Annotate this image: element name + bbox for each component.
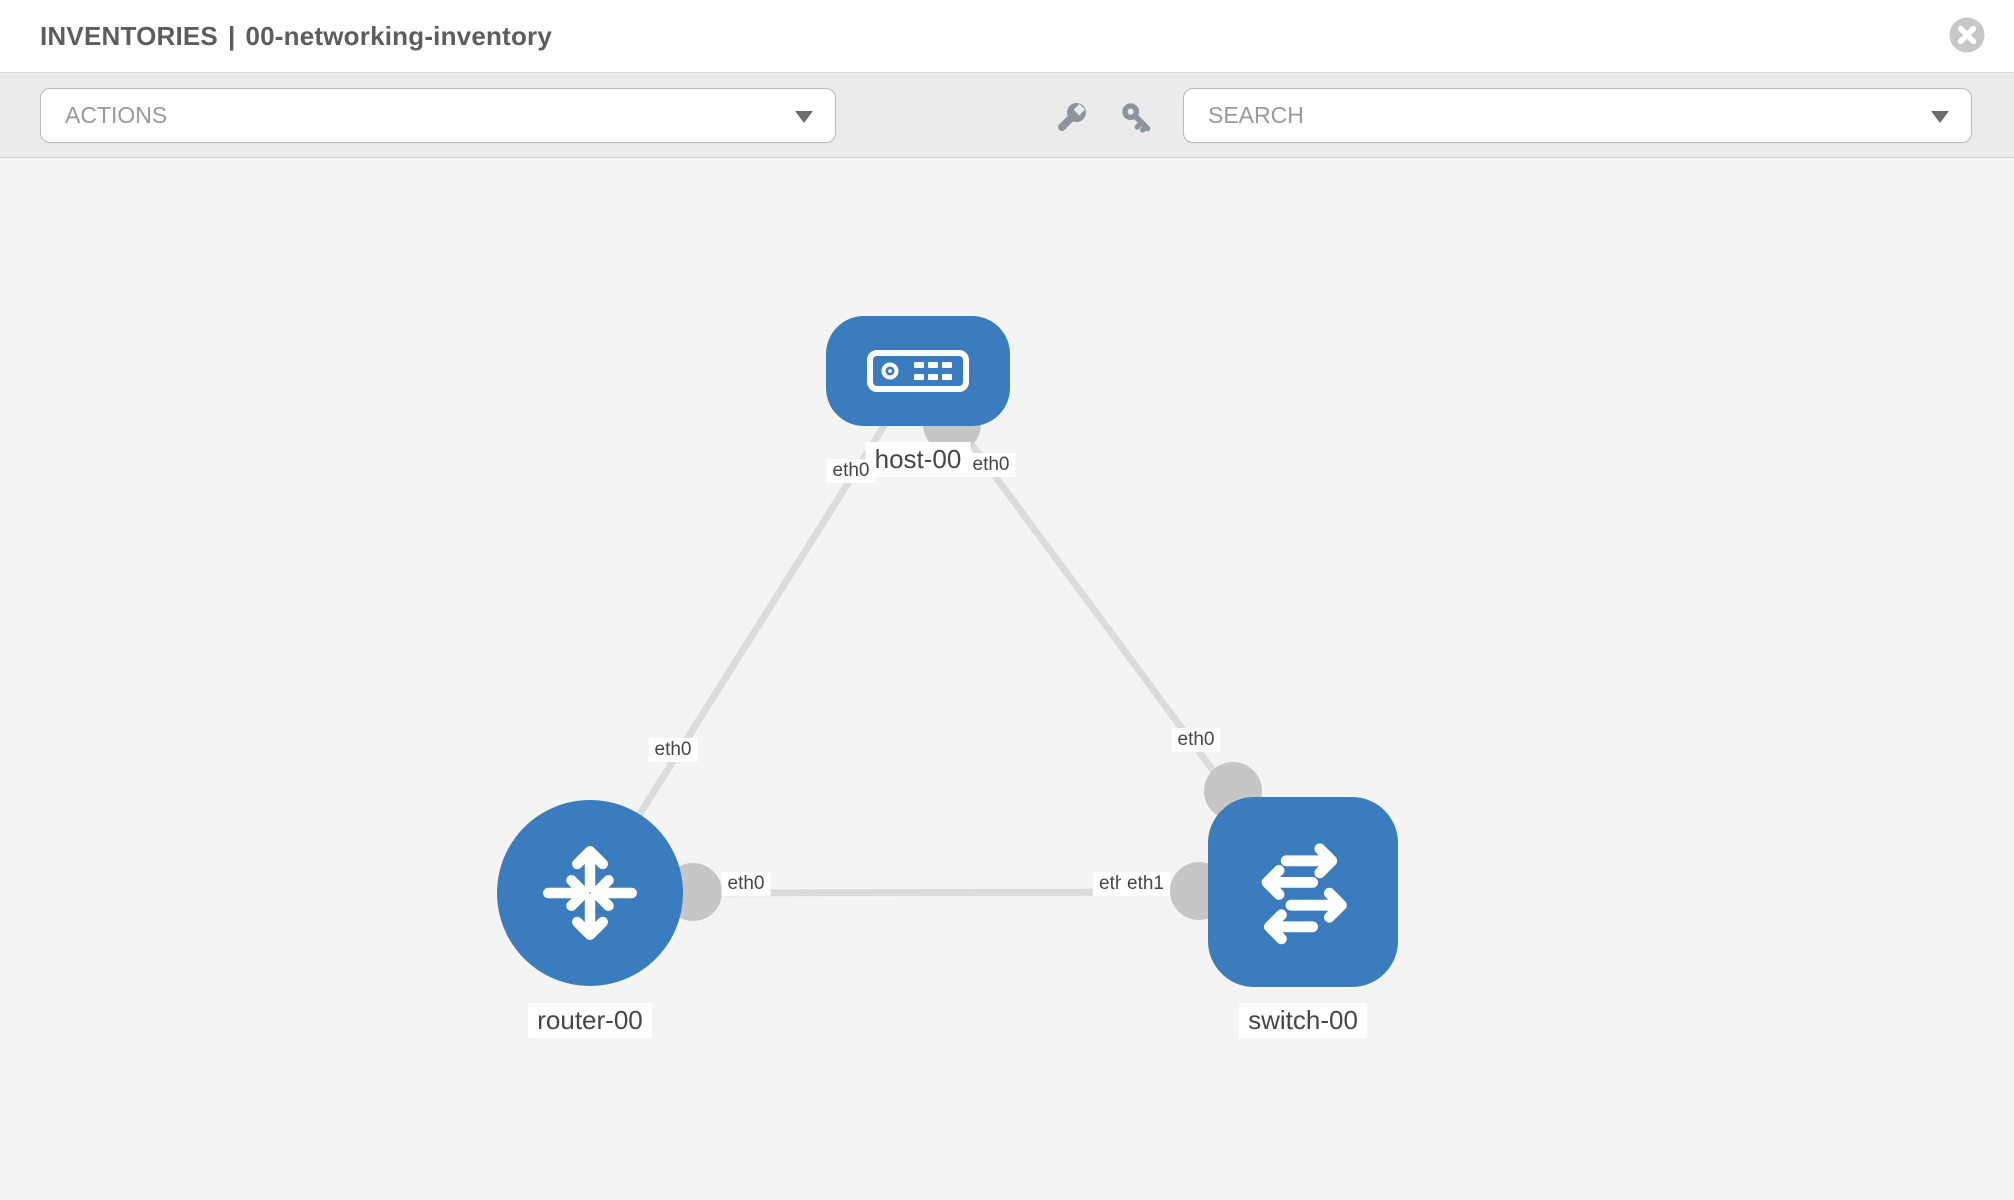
wrench-icon bbox=[1058, 103, 1086, 131]
breadcrumb-separator: | bbox=[227, 20, 236, 51]
breadcrumb-section: INVENTORIES bbox=[40, 20, 218, 51]
topology-canvas[interactable]: host-00 router-00 switch-00 eth0 eth0 et… bbox=[0, 158, 2014, 1200]
interface-label-host-eth0-left: eth0 bbox=[826, 459, 876, 483]
interface-label-host-eth0-right: eth0 bbox=[966, 453, 1016, 477]
interface-label-router-eth0-right: eth0 bbox=[721, 872, 771, 896]
chevron-down-icon bbox=[795, 110, 813, 123]
switch-icon bbox=[1261, 843, 1347, 945]
close-button[interactable] bbox=[1948, 16, 1986, 54]
node-label-router: router-00 bbox=[528, 1003, 652, 1038]
link-host-router[interactable] bbox=[587, 370, 921, 895]
toolbar: ACTIONS SEARCH bbox=[0, 72, 2014, 158]
configure-button[interactable] bbox=[1052, 99, 1090, 137]
chevron-down-icon bbox=[1931, 110, 1949, 123]
actions-dropdown-label: ACTIONS bbox=[65, 102, 168, 128]
host-icon bbox=[867, 350, 969, 392]
search-dropdown-label: SEARCH bbox=[1208, 102, 1304, 128]
node-label-host: host-00 bbox=[865, 442, 971, 477]
interface-label-switch-eth0-top: eth0 bbox=[1171, 728, 1221, 752]
close-icon bbox=[1949, 17, 1985, 53]
interface-label-switch-eth1-left: eth1 bbox=[1121, 872, 1170, 896]
node-host-00[interactable] bbox=[826, 316, 1010, 426]
node-switch-00[interactable] bbox=[1208, 797, 1398, 987]
actions-dropdown[interactable]: ACTIONS bbox=[40, 88, 836, 143]
topology-edges bbox=[587, 369, 1306, 921]
page-title: INVENTORIES | 00-networking-inventory bbox=[40, 0, 552, 72]
node-router-00[interactable] bbox=[497, 800, 683, 986]
search-dropdown[interactable]: SEARCH bbox=[1183, 88, 1972, 143]
router-icon bbox=[543, 846, 637, 940]
inventory-name: 00-networking-inventory bbox=[245, 20, 553, 51]
node-label-switch: switch-00 bbox=[1239, 1003, 1367, 1038]
header-bar: INVENTORIES | 00-networking-inventory bbox=[0, 0, 2014, 72]
credentials-button[interactable] bbox=[1118, 99, 1156, 137]
key-icon bbox=[1122, 103, 1151, 133]
interface-label-router-eth0-top: eth0 bbox=[648, 738, 698, 762]
